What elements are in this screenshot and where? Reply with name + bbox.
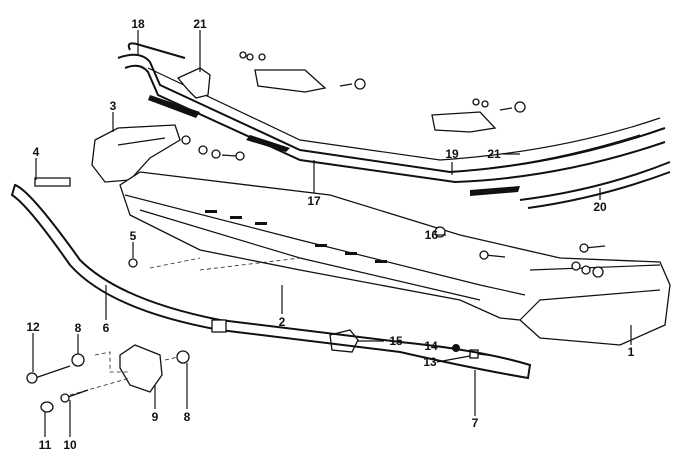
callout-7: 7 xyxy=(472,416,479,430)
callout-16: 16 xyxy=(425,228,439,242)
mounting-parts xyxy=(26,344,190,413)
callout-10: 10 xyxy=(63,438,77,452)
callout-14: 14 xyxy=(424,339,438,353)
callout-3: 3 xyxy=(110,99,117,113)
callout-12: 12 xyxy=(26,320,40,334)
callout-9: 9 xyxy=(152,410,159,424)
callout-21b: 21 xyxy=(487,147,501,161)
callout-1: 1 xyxy=(628,345,635,359)
bumper-body xyxy=(119,171,671,346)
callout-21: 21 xyxy=(193,17,207,31)
callout-13: 13 xyxy=(423,355,437,369)
leader-lines xyxy=(32,30,632,437)
bolts xyxy=(128,226,606,359)
end-cap xyxy=(91,124,245,183)
callout-4: 4 xyxy=(33,145,40,159)
callout-11: 11 xyxy=(39,438,52,452)
callout-8b: 8 xyxy=(184,410,191,424)
callout-2: 2 xyxy=(279,315,286,329)
callout-15: 15 xyxy=(389,334,403,348)
callout-20: 20 xyxy=(593,200,607,214)
rubber-strip xyxy=(10,177,532,380)
callout-19: 19 xyxy=(445,147,459,161)
callout-8a: 8 xyxy=(75,321,82,335)
callout-5: 5 xyxy=(130,229,137,243)
bracket xyxy=(176,51,526,133)
callout-17: 17 xyxy=(307,194,321,208)
callout-labels: 18 21 3 4 5 6 2 17 19 21 20 16 15 14 13 … xyxy=(26,17,634,452)
callout-6: 6 xyxy=(103,321,110,335)
callout-18: 18 xyxy=(131,17,145,31)
